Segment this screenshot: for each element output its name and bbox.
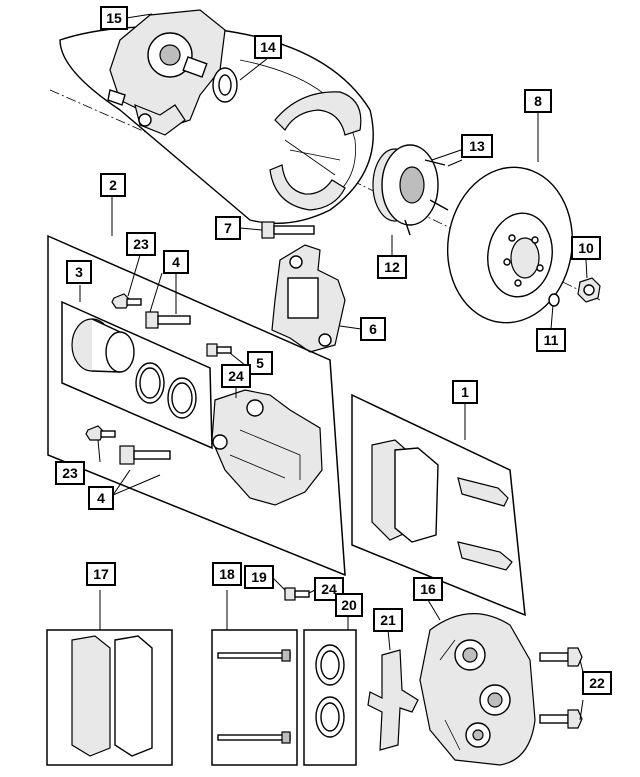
callout-17: 17 [86, 562, 116, 586]
callout-13: 13 [461, 134, 493, 158]
callout-22: 22 [582, 671, 612, 695]
callout-4a: 4 [163, 250, 189, 274]
callout-label: 17 [93, 566, 109, 582]
callout-6: 6 [360, 317, 386, 341]
callout-18: 18 [212, 562, 242, 586]
callout-label: 19 [251, 569, 267, 585]
callout-4b: 4 [88, 486, 114, 510]
panel-pin-set [211, 629, 298, 766]
axis-line [49, 89, 301, 201]
panel-pad-set [46, 629, 173, 766]
callout-label: 14 [260, 39, 276, 55]
panel-pad-kit [351, 393, 526, 617]
knuckle-assembly [107, 9, 226, 136]
callout-23a: 23 [126, 232, 156, 256]
callout-label: 23 [133, 236, 149, 252]
hub-bearing [372, 144, 449, 236]
dust-boot [167, 377, 197, 419]
parking-brake-shoes [269, 91, 362, 211]
bleeder-screw [206, 343, 232, 357]
lug-nut [577, 277, 601, 303]
callout-label: 24 [228, 368, 244, 384]
callout-label: 12 [384, 259, 400, 275]
callout-label: 8 [534, 93, 542, 109]
callout-20: 20 [335, 593, 363, 617]
leader-lines [79, 13, 588, 721]
guide-pin-bolt [111, 293, 142, 309]
brake-rotor [446, 166, 574, 324]
brake-pad [371, 439, 439, 543]
callout-label: 1 [461, 384, 469, 400]
callout-2: 2 [100, 173, 126, 197]
callout-label: 23 [62, 465, 78, 481]
multi-piston-caliper [419, 613, 536, 766]
callout-label: 10 [578, 240, 594, 256]
callout-12: 12 [377, 255, 407, 279]
anti-rattle-spring [367, 649, 419, 751]
callout-24a: 24 [221, 364, 251, 388]
callout-label: 6 [369, 321, 377, 337]
callout-label: 20 [341, 597, 357, 613]
piston-seal [135, 362, 165, 404]
caliper-mounting-bolt [539, 647, 583, 729]
callout-label: 18 [219, 566, 235, 582]
panel-seal-set [303, 629, 357, 766]
callout-label: 21 [380, 612, 396, 628]
callout-label: 24 [321, 581, 337, 597]
callout-label: 15 [106, 10, 122, 26]
pad-clip [457, 477, 513, 571]
panel-piston-kit [61, 300, 213, 450]
callout-label: 4 [172, 254, 180, 270]
guide-pin [145, 311, 191, 329]
callout-label: 16 [420, 581, 436, 597]
guide-pin [119, 445, 171, 465]
callout-label: 13 [469, 138, 485, 154]
piston [71, 318, 135, 373]
caliper-bracket [271, 244, 346, 353]
callout-16: 16 [413, 577, 443, 601]
callout-8: 8 [524, 89, 552, 113]
washer [548, 293, 560, 307]
guide-pin-bolt [85, 425, 116, 441]
callout-11: 11 [536, 328, 566, 352]
callout-10: 10 [571, 236, 601, 260]
callout-14: 14 [254, 35, 282, 59]
caliper-pin-set [217, 649, 291, 744]
callout-19: 19 [244, 565, 274, 589]
callout-23b: 23 [55, 461, 85, 485]
callout-5: 5 [247, 351, 273, 375]
brake-pad-set [71, 635, 153, 757]
callout-label: 4 [97, 490, 105, 506]
panel-caliper-kit [47, 234, 346, 577]
caliper-housing [211, 389, 323, 506]
callout-label: 7 [224, 220, 232, 236]
callout-3: 3 [66, 260, 92, 284]
callout-label: 5 [256, 355, 264, 371]
callout-7: 7 [215, 216, 241, 240]
callout-label: 22 [589, 675, 605, 691]
callout-21: 21 [373, 608, 403, 632]
bleeder-screw [284, 587, 310, 601]
callout-label: 2 [109, 177, 117, 193]
callout-1: 1 [452, 380, 478, 404]
seal-ring [212, 67, 238, 103]
callout-label: 11 [544, 332, 559, 348]
bracket-bolt [261, 221, 315, 239]
caliper-seal-set [315, 644, 345, 738]
callout-15: 15 [100, 6, 128, 30]
callout-label: 3 [75, 264, 83, 280]
